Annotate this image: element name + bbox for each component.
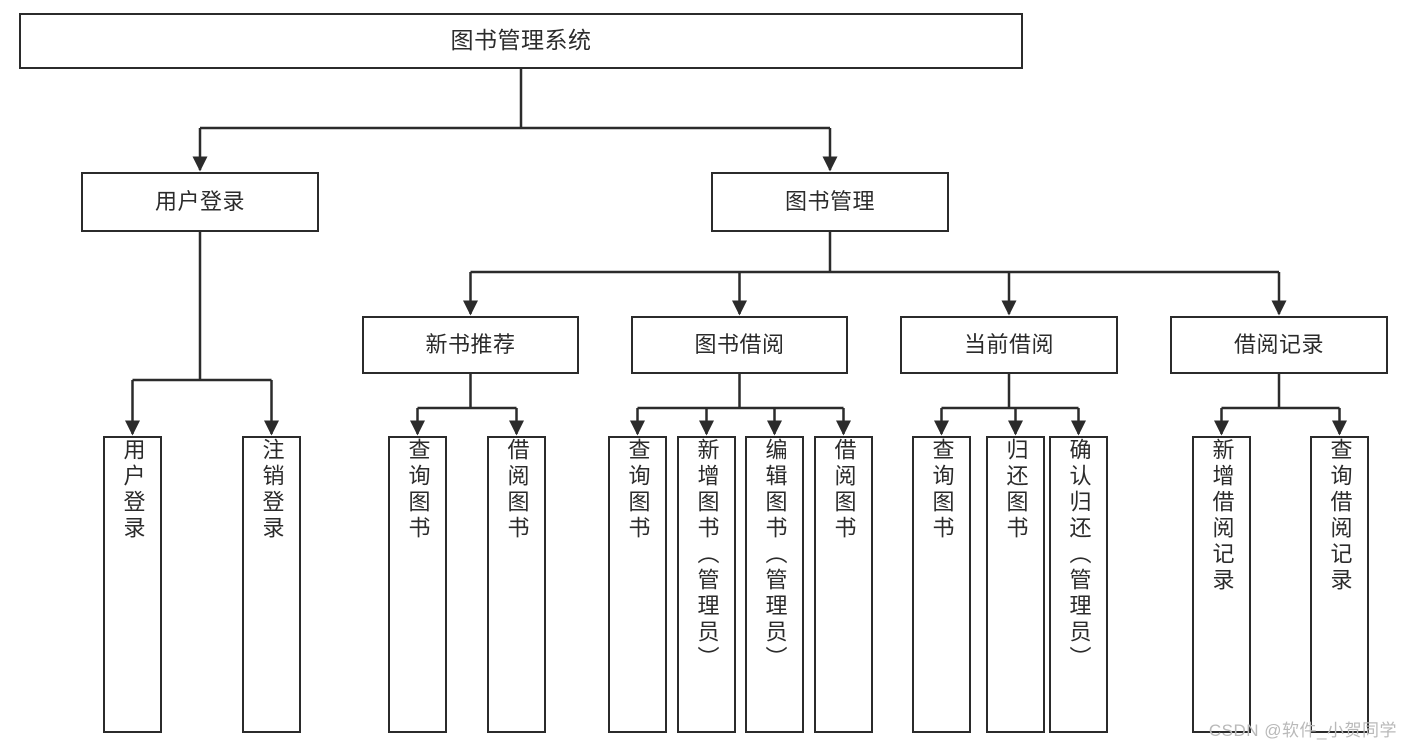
- node-root-label: 图书管理系统: [450, 27, 592, 54]
- node-leaf-return-book-label: 归还图书: [1003, 438, 1029, 542]
- node-book-manage[interactable]: 图书管理: [711, 172, 949, 232]
- node-leaf-query-book-3[interactable]: 查询图书: [912, 436, 971, 733]
- node-leaf-add-borrow-record-label: 新增借阅记录: [1209, 438, 1235, 594]
- node-leaf-query-book-1-label: 查询图书: [405, 438, 431, 542]
- node-leaf-confirm-return-admin[interactable]: 确认归还（管理员）: [1049, 436, 1108, 733]
- node-leaf-edit-book-admin[interactable]: 编辑图书（管理员）: [745, 436, 804, 733]
- node-leaf-query-book-3-label: 查询图书: [929, 438, 955, 542]
- node-book-manage-label: 图书管理: [784, 189, 875, 215]
- node-leaf-borrow-book-1[interactable]: 借阅图书: [487, 436, 546, 733]
- node-leaf-return-book[interactable]: 归还图书: [986, 436, 1045, 733]
- node-borrow-record-label: 借阅记录: [1233, 332, 1324, 358]
- csdn-watermark: CSDN @软件_小贺同学: [1208, 721, 1397, 740]
- node-user-login-label: 用户登录: [154, 189, 245, 215]
- node-leaf-add-book-admin-label: 新增图书（管理员）: [694, 438, 720, 672]
- node-borrow-record[interactable]: 借阅记录: [1170, 316, 1388, 374]
- node-leaf-user-login[interactable]: 用户登录: [103, 436, 162, 733]
- node-leaf-query-borrow-record-label: 查询借阅记录: [1327, 438, 1353, 594]
- node-leaf-borrow-book-2[interactable]: 借阅图书: [814, 436, 873, 733]
- node-book-borrow-label: 图书借阅: [694, 332, 785, 358]
- node-leaf-user-logout[interactable]: 注销登录: [242, 436, 301, 733]
- node-leaf-query-borrow-record[interactable]: 查询借阅记录: [1310, 436, 1369, 733]
- node-current-borrow-label: 当前借阅: [963, 332, 1054, 358]
- node-leaf-user-logout-label: 注销登录: [259, 438, 285, 542]
- node-leaf-edit-book-admin-label: 编辑图书（管理员）: [762, 438, 788, 672]
- node-new-book-recommend-label: 新书推荐: [425, 332, 516, 358]
- node-leaf-add-book-admin[interactable]: 新增图书（管理员）: [677, 436, 736, 733]
- node-new-book-recommend[interactable]: 新书推荐: [362, 316, 579, 374]
- node-leaf-query-book-2[interactable]: 查询图书: [608, 436, 667, 733]
- node-book-borrow[interactable]: 图书借阅: [631, 316, 848, 374]
- node-leaf-confirm-return-admin-label: 确认归还（管理员）: [1066, 438, 1092, 672]
- node-leaf-query-book-1[interactable]: 查询图书: [388, 436, 447, 733]
- node-leaf-borrow-book-2-label: 借阅图书: [831, 438, 857, 542]
- node-user-login[interactable]: 用户登录: [81, 172, 319, 232]
- node-leaf-query-book-2-label: 查询图书: [625, 438, 651, 542]
- node-leaf-add-borrow-record[interactable]: 新增借阅记录: [1192, 436, 1251, 733]
- node-current-borrow[interactable]: 当前借阅: [900, 316, 1118, 374]
- node-leaf-user-login-label: 用户登录: [120, 438, 146, 542]
- node-leaf-borrow-book-1-label: 借阅图书: [504, 438, 530, 542]
- node-root[interactable]: 图书管理系统: [19, 13, 1023, 69]
